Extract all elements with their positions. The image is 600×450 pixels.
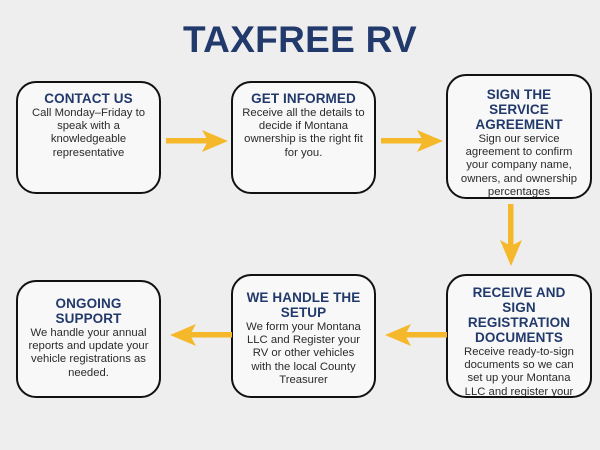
page-title: TAXFREE RV [183,19,417,60]
step-body-we-handle-the-setup: We form your Montana LLC and Register yo… [246,321,361,386]
step-body-get-informed: Receive all the details to decide if Mon… [242,107,365,159]
step-body-sign-the-service-agreement: Sign our service agreement to confirm yo… [460,133,578,198]
arrow-right-icon [381,130,443,152]
step-title-ongoing-support: ONGOING SUPPORT [55,296,122,326]
arrow-left-icon [385,324,447,346]
step-box-ongoing-support: ONGOING SUPPORT We handle your annual re… [16,280,161,398]
arrow-left-icon [170,324,232,346]
step-box-receive-and-sign-registration-documents: RECEIVE AND SIGN REGISTRATION DOCUMENTS … [446,274,592,398]
step-box-contact-us: CONTACT US Call Monday–Friday to speak w… [16,81,161,194]
step-box-get-informed: GET INFORMED Receive all the details to … [231,81,376,194]
step-title-contact-us: CONTACT US [44,91,133,106]
step-body-receive-and-sign-registration-documents: Receive ready-to-sign documents so we ca… [464,346,574,398]
step-box-sign-the-service-agreement: SIGN THE SERVICE AGREEMENT Sign our serv… [446,74,592,199]
step-title-get-informed: GET INFORMED [251,91,356,106]
step-body-contact-us: Call Monday–Friday to speak with a knowl… [31,107,146,159]
step-body-ongoing-support: We handle your annual reports and update… [28,327,149,379]
step-title-we-handle-the-setup: WE HANDLE THE SETUP [246,290,361,320]
arrow-right-icon [166,130,228,152]
step-box-we-handle-the-setup: WE HANDLE THE SETUP We form your Montana… [231,274,376,398]
step-title-receive-and-sign-registration-documents: RECEIVE AND SIGN REGISTRATION DOCUMENTS [467,285,571,345]
arrow-down-icon [500,204,522,266]
step-title-sign-the-service-agreement: SIGN THE SERVICE AGREEMENT [475,87,563,132]
